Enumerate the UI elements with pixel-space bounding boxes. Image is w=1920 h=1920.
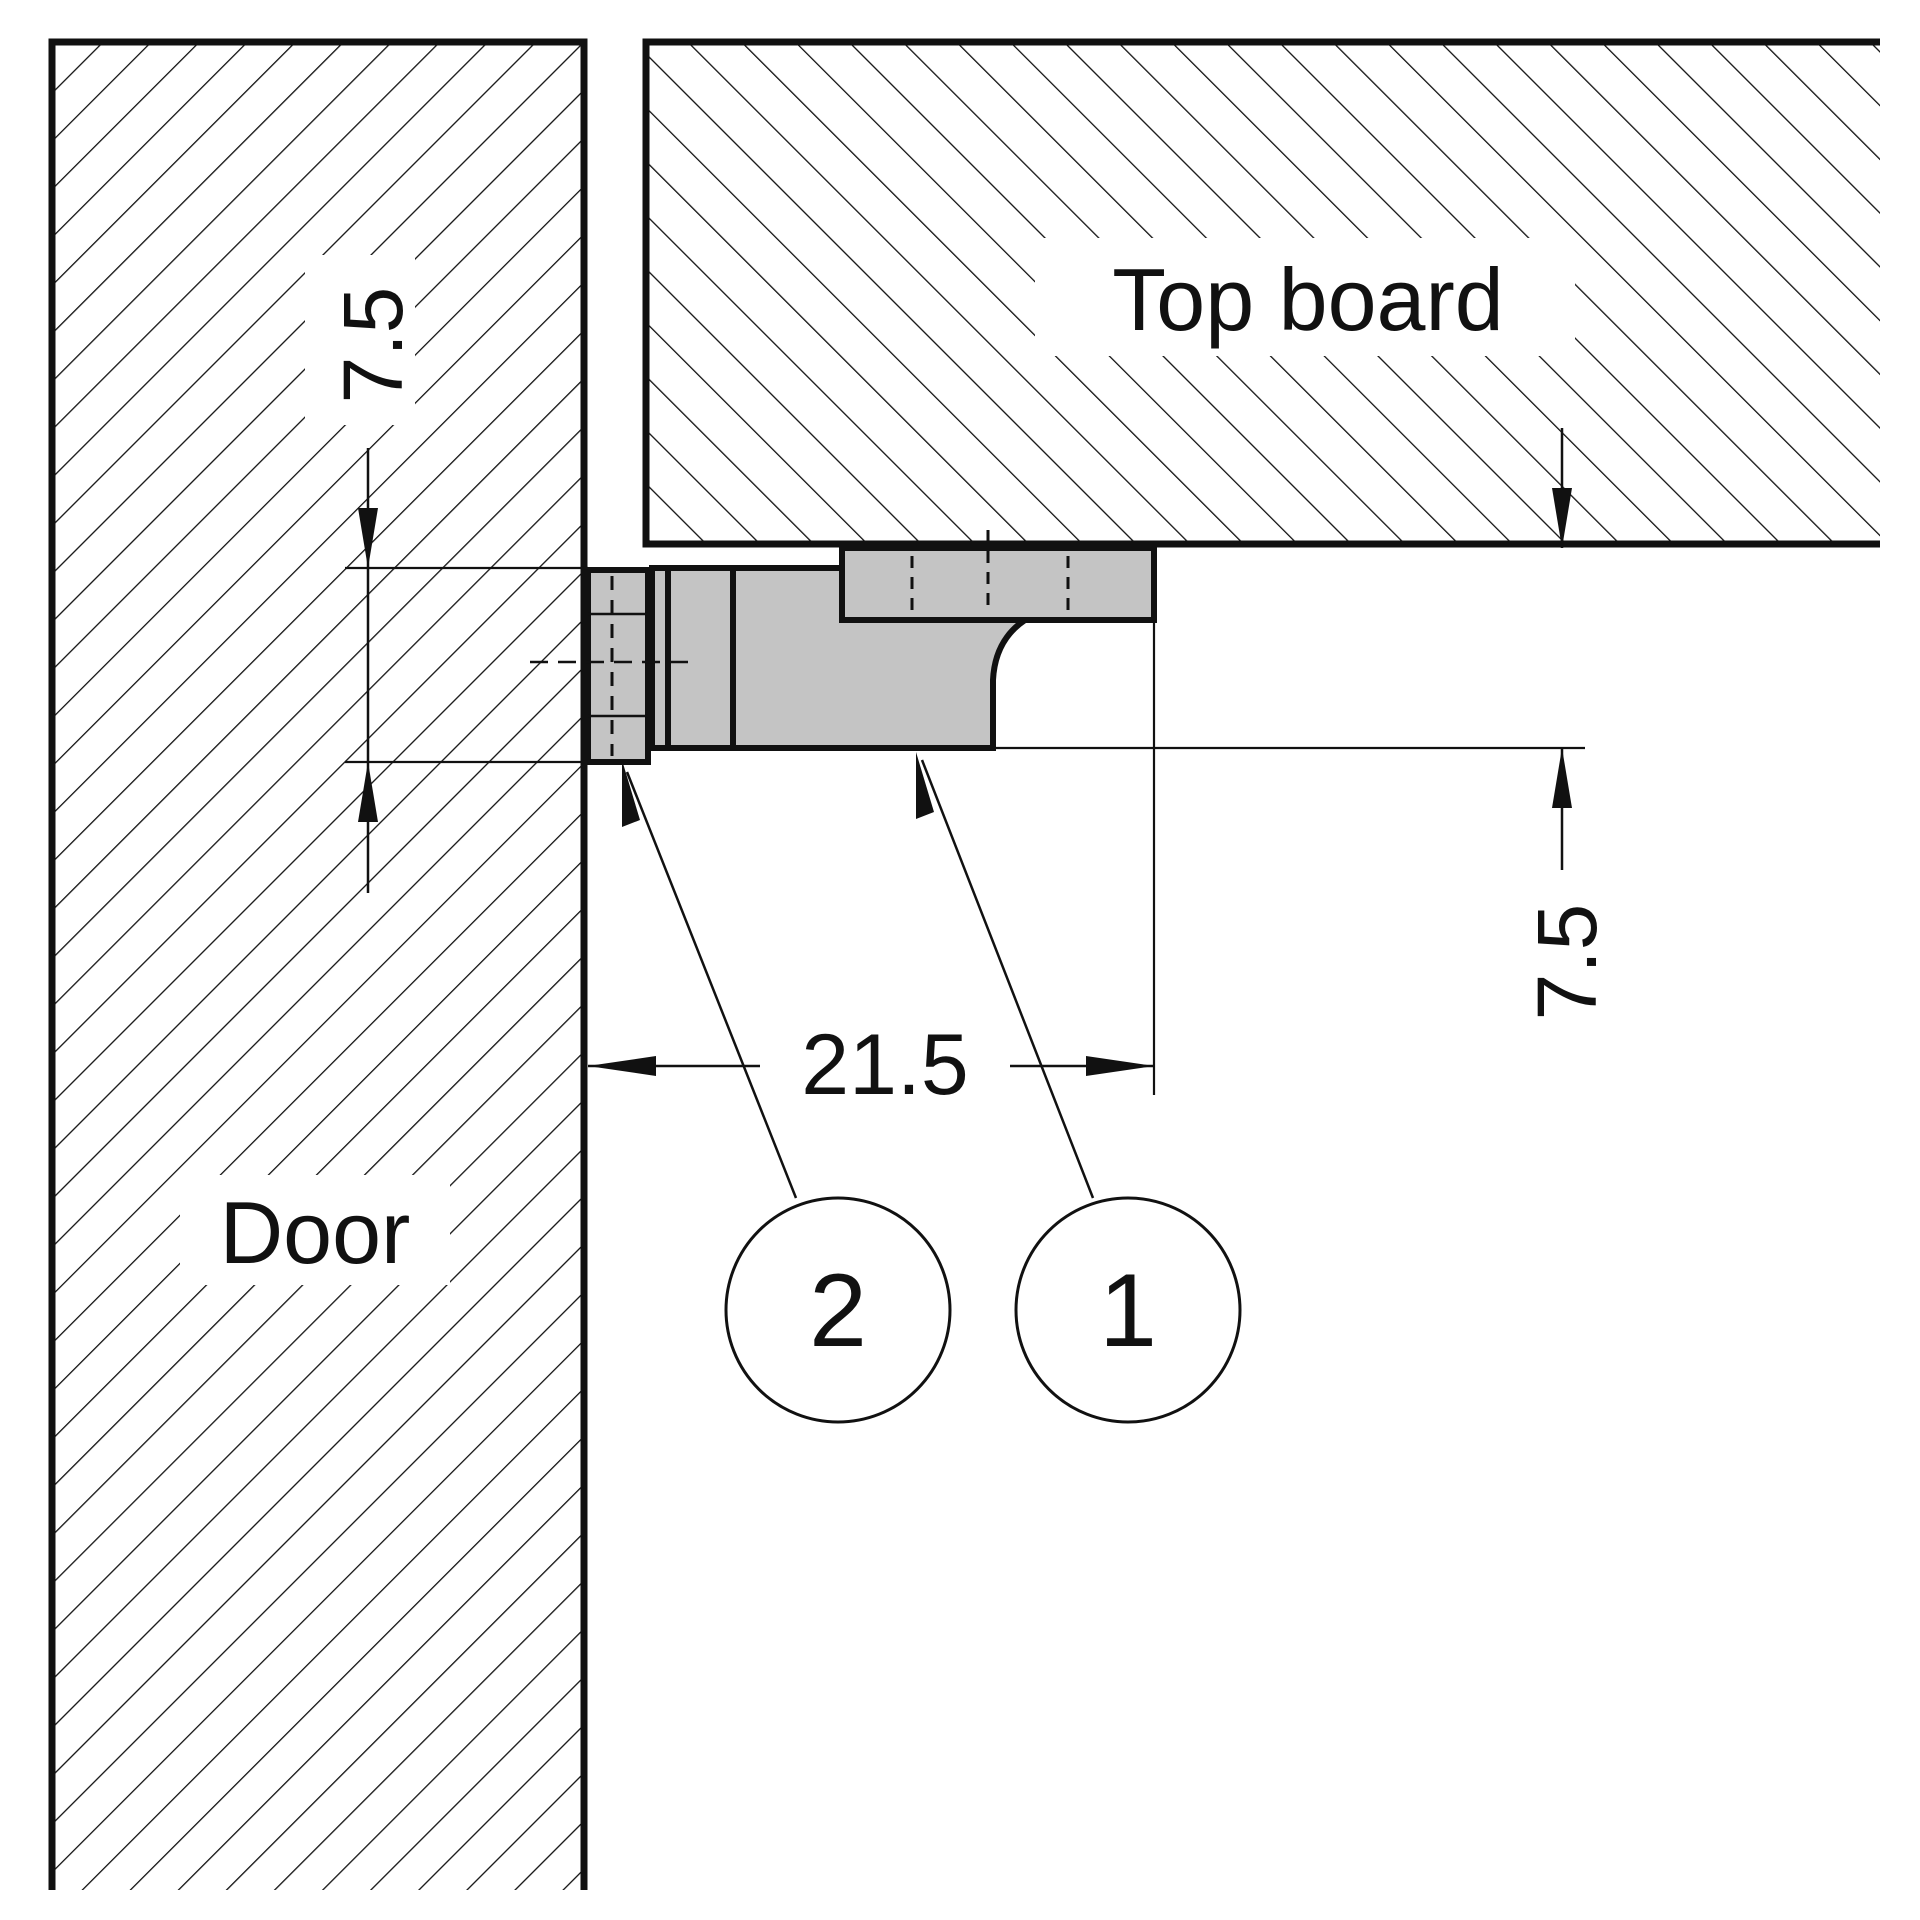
door-label: Door [220,1183,411,1282]
callout-2-label: 2 [809,1253,867,1369]
dim-left-label-bg [305,255,415,425]
leader-lines [622,752,1095,1199]
dimension-left-7.5: 7.5 [326,287,588,893]
dim-right-value: 7.5 [1520,904,1614,1021]
top-board-label: Top board [1112,250,1503,349]
callout-1: 1 [1014,1196,1242,1424]
hinge-part-2 [585,567,651,765]
dimension-right-7.5: 7.5 [993,428,1614,1020]
dim-left-value: 7.5 [326,287,420,404]
dimension-21.5: 21.5 [588,620,1156,1113]
hinge-part-1 [530,530,1157,751]
callout-2: 2 [724,1196,952,1424]
dim-depth-value: 21.5 [801,1017,968,1113]
callout-1-label: 1 [1099,1253,1157,1369]
top-board-label-bg [1035,238,1575,356]
door-label-bg [180,1175,450,1285]
